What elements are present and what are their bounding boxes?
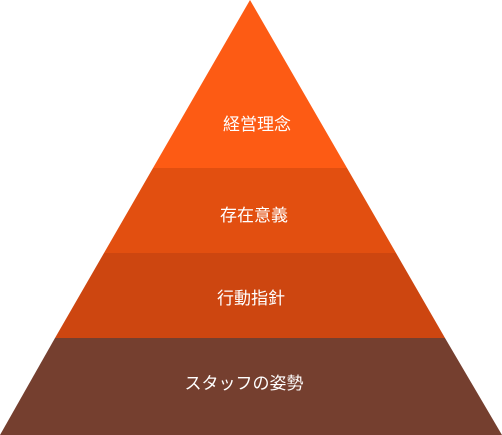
tier-shape-guidelines: [55, 253, 445, 338]
tier-shape-staff-attitude: [0, 338, 502, 435]
tier-label-philosophy: 経営理念: [223, 114, 291, 135]
tier-shape-purpose: [104, 168, 396, 253]
tier-label-staff-attitude: スタッフの姿勢: [185, 374, 304, 394]
tier-label-guidelines: 行動指針: [217, 289, 285, 309]
tier-label-purpose: 存在意義: [220, 206, 288, 226]
tier-shape-philosophy: [153, 0, 347, 168]
